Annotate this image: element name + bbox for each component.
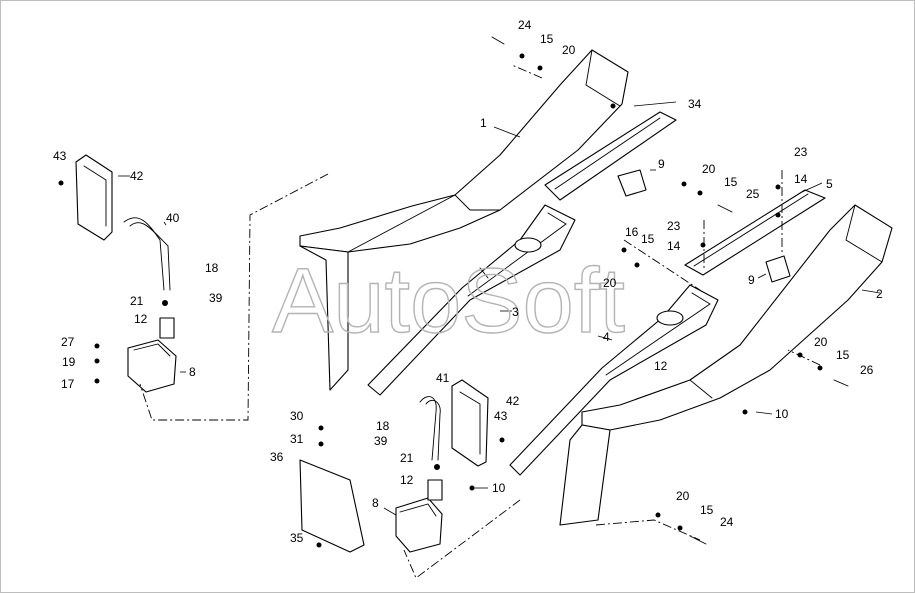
callout-24-top: 24 (518, 18, 532, 32)
callout-17: 17 (61, 377, 75, 391)
callout-20-center: 20 (603, 276, 617, 290)
part-42-mirror-left (75, 154, 113, 241)
callout-15-bottom: 15 (700, 503, 714, 517)
leader-lines (118, 101, 881, 516)
part-12-spring-left (159, 317, 175, 339)
callout-12-lower: 12 (400, 473, 414, 487)
callout-41: 41 (436, 371, 450, 385)
hardware-dots (58, 53, 823, 548)
part-41-tube (419, 396, 437, 461)
callout-23-right: 23 (794, 145, 808, 159)
callout-20-mid: 20 (702, 162, 716, 176)
part-9-bracket-lower (765, 255, 791, 283)
part-5-plate (684, 189, 826, 276)
callout-16: 16 (625, 225, 639, 239)
callout-42-right: 42 (506, 394, 520, 408)
part-12-spring-right (427, 479, 443, 501)
callout-39-lower: 39 (374, 434, 388, 448)
callout-40: 40 (166, 211, 180, 225)
callout-35: 35 (290, 531, 304, 545)
callout-8-right: 8 (372, 496, 379, 510)
callout-14-mid: 14 (667, 239, 681, 253)
callout-9-upper: 9 (658, 157, 665, 171)
callout-18-left: 18 (205, 261, 219, 275)
callout-1: 1 (480, 116, 487, 130)
callout-23-mid: 23 (667, 219, 681, 233)
callout-24-bottom: 24 (720, 515, 734, 529)
callout-15-right: 15 (836, 348, 850, 362)
callout-26: 26 (860, 363, 874, 377)
part-2-right-beam (559, 204, 893, 526)
bolts (491, 36, 849, 545)
part-42-mirror-right (451, 379, 489, 467)
watermark: AutoSoft (272, 250, 625, 352)
callout-20-bottom: 20 (676, 489, 690, 503)
callout-30: 30 (290, 409, 304, 423)
part-36-flap (299, 459, 365, 553)
callout-12-right: 12 (654, 359, 668, 373)
callout-4: 4 (603, 330, 610, 344)
callout-20-right: 20 (814, 335, 828, 349)
callout-8-left: 8 (189, 365, 196, 379)
part-34-plate (544, 111, 677, 201)
part-8-bracket-right (395, 497, 443, 553)
callout-9-lower: 9 (748, 273, 755, 287)
callout-15-top: 15 (540, 32, 554, 46)
callout-15-center: 15 (641, 232, 655, 246)
callout-3: 3 (512, 305, 519, 319)
callout-31: 31 (290, 432, 304, 446)
callout-25: 25 (746, 187, 760, 201)
callout-10-right: 10 (775, 407, 789, 421)
callout-19: 19 (62, 355, 76, 369)
callout-39-left: 39 (209, 291, 223, 305)
callout-20-top: 20 (562, 43, 576, 57)
callout-12-left: 12 (134, 312, 148, 326)
callout-42-left: 42 (130, 169, 144, 183)
callout-10-lower: 10 (492, 481, 506, 495)
callout-5: 5 (826, 177, 833, 191)
callout-15-mid: 15 (724, 175, 738, 189)
callout-18-lower: 18 (376, 419, 390, 433)
part-3-left-channel (367, 204, 576, 396)
callout-21-lower: 21 (400, 451, 414, 465)
callout-14-right: 14 (794, 172, 808, 186)
callout-27: 27 (61, 335, 75, 349)
part-4-right-channel (509, 284, 719, 476)
callout-21-left: 21 (130, 294, 144, 308)
part-8-bracket-left (127, 339, 177, 393)
part-9-bracket-upper (617, 169, 647, 197)
part-1-left-beam (299, 49, 629, 391)
callout-2: 2 (876, 287, 883, 301)
callout-36: 36 (270, 450, 284, 464)
callout-labels: 1 2 3 4 5 8 8 9 9 10 10 12 12 12 14 14 1… (53, 18, 883, 545)
callout-34: 34 (688, 97, 702, 111)
callout-43-left: 43 (53, 149, 67, 163)
callout-43-right: 43 (494, 409, 508, 423)
part-40-tube (123, 217, 165, 291)
